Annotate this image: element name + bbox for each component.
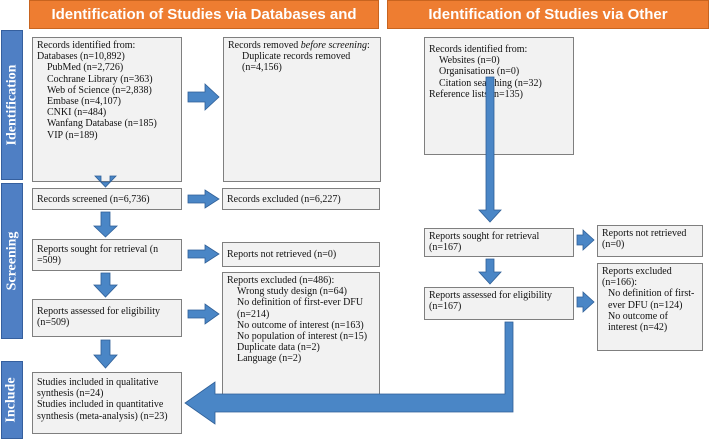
arrow-down-icon [93,211,118,238]
databases-count: Databases (n=10,892) [37,51,125,63]
other-sources-header: Identification of Studies via Other [387,0,709,29]
database-item: Wanfang Database (n=185) [47,118,157,130]
other-reports-sought-box: Reports sought for retrieval (n=167) [424,228,574,257]
database-item: Cochrane Library (n=363) [47,73,153,85]
other-reports-assessed-text: Reports assessed for eligibility (n=167) [429,290,553,313]
exclusion-reason: No definition of first-ever DFU (n=214) [237,297,364,320]
other-exclusion-reason: No definition of first-ever DFU (n=124) [608,288,695,311]
reports-assessed-text: Reports assessed for eligibility (n=509) [37,306,161,329]
exclusion-reason: Wrong study design (n=64) [237,286,347,298]
other-reports-not-retrieved-text: Reports not retrieved (n=0) [602,228,687,251]
other-reports-sought-text: Reports sought for retrieval (n=167) [429,231,540,254]
reports-not-retrieved-text: Reports not retrieved (n=0) [227,249,337,260]
other-reports-assessed-box: Reports assessed for eligibility (n=167) [424,287,574,320]
arrow-right-icon [576,229,595,251]
phase-screening: Screening [1,183,23,339]
records-removed-box: Records removed before screening: Duplic… [223,37,381,182]
reference-lists-item: Reference lists (n=135) [429,88,523,100]
arrow-down-icon [93,339,118,369]
arrow-down-icon [478,76,502,223]
records-screened-box: Records screened (n=6,736) [32,188,182,210]
arrow-right-icon [187,244,220,264]
other-reports-not-retrieved-box: Reports not retrieved (n=0) [597,225,703,257]
database-item: Embase (n=4,107) [47,96,121,108]
other-reports-excluded-box: Reports excluded (n=166): No definition … [597,263,703,351]
arrow-right-icon [576,291,595,313]
records-screened-text: Records screened (n=6,736) [37,194,150,205]
arrow-down-icon [94,175,117,188]
arrow-right-icon [187,83,220,111]
quantitative-synthesis-text: Studies included in quantitative synthes… [37,399,168,422]
databases-header: Identification of Studies via Databases … [29,0,379,29]
arrow-down-icon [478,258,502,285]
exclusion-reason: Language (n=2) [237,353,302,365]
database-item: Web of Science (n=2,838) [47,84,152,96]
arrow-right-icon [187,189,220,209]
other-records-title: Records identified from: [429,44,528,55]
records-identified-title: Records identified from: [37,40,136,51]
reports-assessed-box: Reports assessed for eligibility (n=509) [32,299,182,337]
phase-include: Include [1,361,23,439]
phase-identification: Identification [1,30,23,180]
records-identified-box: Records identified from: Databases (n=10… [32,37,182,182]
reports-excluded-box: Reports excluded (n=486): Wrong study de… [222,272,380,410]
other-source-item: Organisations (n=0) [439,66,520,78]
records-excluded-box: Records excluded (n=6,227) [222,188,380,210]
exclusion-reason: No population of interest (n=15) [237,331,368,343]
other-reports-excluded-title: Reports excluded (n=166): [602,266,672,289]
reports-sought-box: Reports sought for retrieval (n =509) [32,239,182,271]
database-item: CNKI (n=484) [47,107,107,119]
arrow-down-icon [93,272,118,298]
database-item: PubMed (n=2,726) [47,62,124,74]
reports-excluded-title: Reports excluded (n=486): [227,275,335,286]
qualitative-synthesis-text: Studies included in qualitative synthesi… [37,377,159,400]
database-item: VIP (n=189) [47,129,98,141]
other-source-item: Websites (n=0) [439,55,500,67]
studies-included-box: Studies included in qualitative synthesi… [32,372,182,434]
records-removed-title: Records removed before screening: [228,40,370,51]
records-excluded-text: Records excluded (n=6,227) [227,194,341,205]
exclusion-reason: Duplicate data (n=2) [237,342,320,354]
duplicate-records-removed: Duplicate records removed (n=4,156) [242,51,351,74]
exclusion-reason: No outcome of interest (n=163) [237,319,364,331]
arrow-right-icon [187,303,220,325]
reports-sought-text: Reports sought for retrieval (n =509) [37,244,159,267]
merge-arrow-icon [184,321,514,425]
other-exclusion-reason: No outcome of interest (n=42) [608,310,668,334]
reports-not-retrieved-box: Reports not retrieved (n=0) [222,242,380,267]
